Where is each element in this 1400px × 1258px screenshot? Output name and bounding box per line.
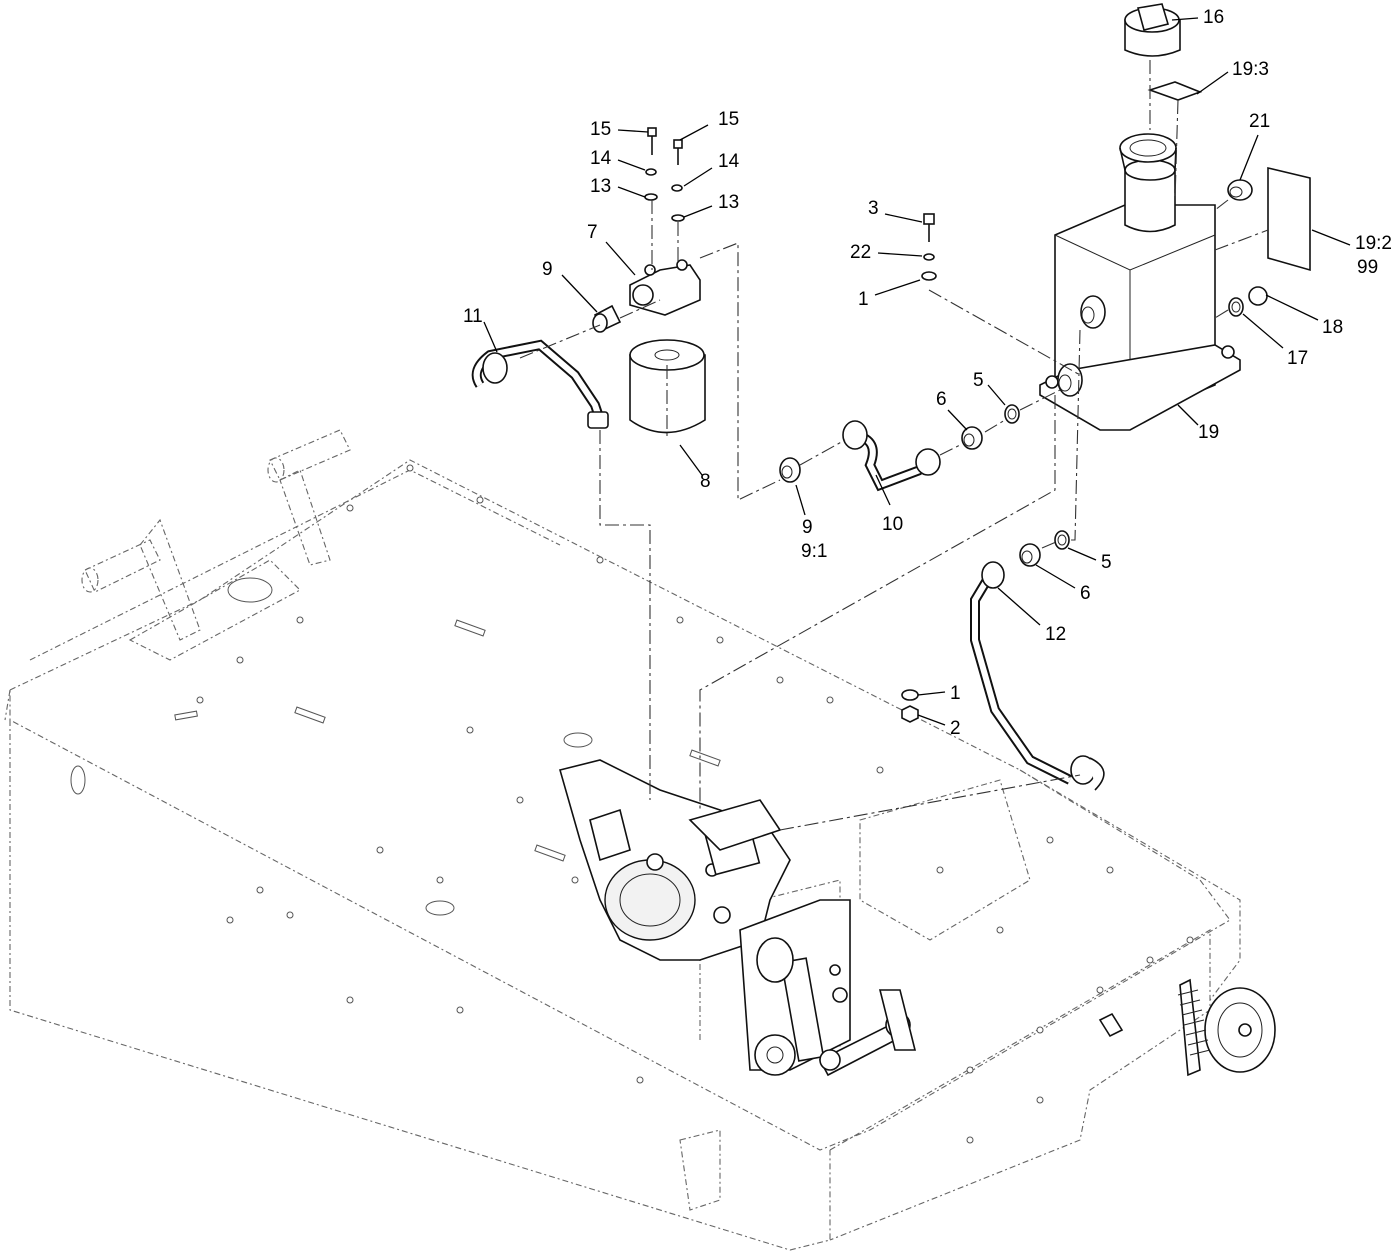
callout-5-upper: 5 xyxy=(973,370,984,391)
fitting-6-upper xyxy=(961,426,983,450)
callout-14-left: 14 xyxy=(590,148,612,169)
callout-17: 17 xyxy=(1287,348,1308,369)
control-handles xyxy=(81,429,351,641)
callout-99: 99 xyxy=(1357,257,1378,278)
callout-13-left: 13 xyxy=(590,176,611,197)
callout-6-lower: 6 xyxy=(1080,583,1091,604)
callout-11: 11 xyxy=(463,306,483,327)
frame-slots xyxy=(174,619,721,862)
callout-7: 7 xyxy=(587,222,598,243)
callout-21: 21 xyxy=(1249,111,1270,132)
decal-19-3 xyxy=(1147,81,1203,101)
callout-3: 3 xyxy=(868,198,879,219)
callout-2: 2 xyxy=(950,718,961,739)
callout-18: 18 xyxy=(1322,317,1343,338)
drain-plug xyxy=(1228,286,1268,317)
callout-9-upper: 9 xyxy=(542,259,553,280)
callout-15-left: 15 xyxy=(590,119,611,140)
callout-15-right: 15 xyxy=(718,109,739,130)
callout-19-3: 19:3 xyxy=(1232,59,1269,80)
fitting-6-lower xyxy=(1019,543,1041,567)
lower-mount-fasteners xyxy=(901,689,919,723)
oring-5-lower xyxy=(1054,530,1070,550)
hydraulic-tank xyxy=(1039,133,1241,431)
callout-10: 10 xyxy=(882,514,903,535)
callout-9-1: 9:1 xyxy=(801,541,827,562)
callout-1-lower: 1 xyxy=(950,683,961,704)
breather-plug xyxy=(1227,179,1253,201)
callout-14-right: 14 xyxy=(718,151,740,172)
callout-8: 8 xyxy=(700,471,711,492)
hose-10 xyxy=(842,420,941,492)
callout-9-lower: 9 xyxy=(802,517,813,538)
fitting-9-upper xyxy=(592,304,622,333)
decal-19-2 xyxy=(1267,166,1311,272)
callout-16: 16 xyxy=(1203,7,1224,28)
filter-head xyxy=(629,259,701,316)
assembly-lines xyxy=(519,60,1269,831)
filler-cap xyxy=(1124,3,1181,57)
caster-wheel xyxy=(1098,978,1276,1077)
oring-5-upper xyxy=(1004,404,1020,424)
leader-lines xyxy=(483,17,1351,726)
filter-head-fasteners xyxy=(644,127,685,222)
callout-19: 19 xyxy=(1198,422,1219,443)
callout-1-upper: 1 xyxy=(858,289,869,310)
callout-12: 12 xyxy=(1045,624,1066,645)
hose-12 xyxy=(970,561,1105,791)
callout-19-2: 19:2 xyxy=(1355,233,1392,254)
callout-6-upper: 6 xyxy=(936,389,947,410)
callout-22: 22 xyxy=(850,242,871,263)
callout-5-lower: 5 xyxy=(1101,552,1112,573)
callout-labels: 16 19:3 21 19:2 99 18 17 19 15 15 14 14 … xyxy=(463,7,1392,739)
hydraulic-pump xyxy=(559,759,917,1077)
tank-mount-fasteners xyxy=(921,213,937,281)
fitting-9-lower xyxy=(779,457,801,483)
frame-holes xyxy=(70,464,1194,1144)
hose-11 xyxy=(471,339,609,429)
callout-13-right: 13 xyxy=(718,192,739,213)
chassis-frame xyxy=(4,459,1241,1251)
